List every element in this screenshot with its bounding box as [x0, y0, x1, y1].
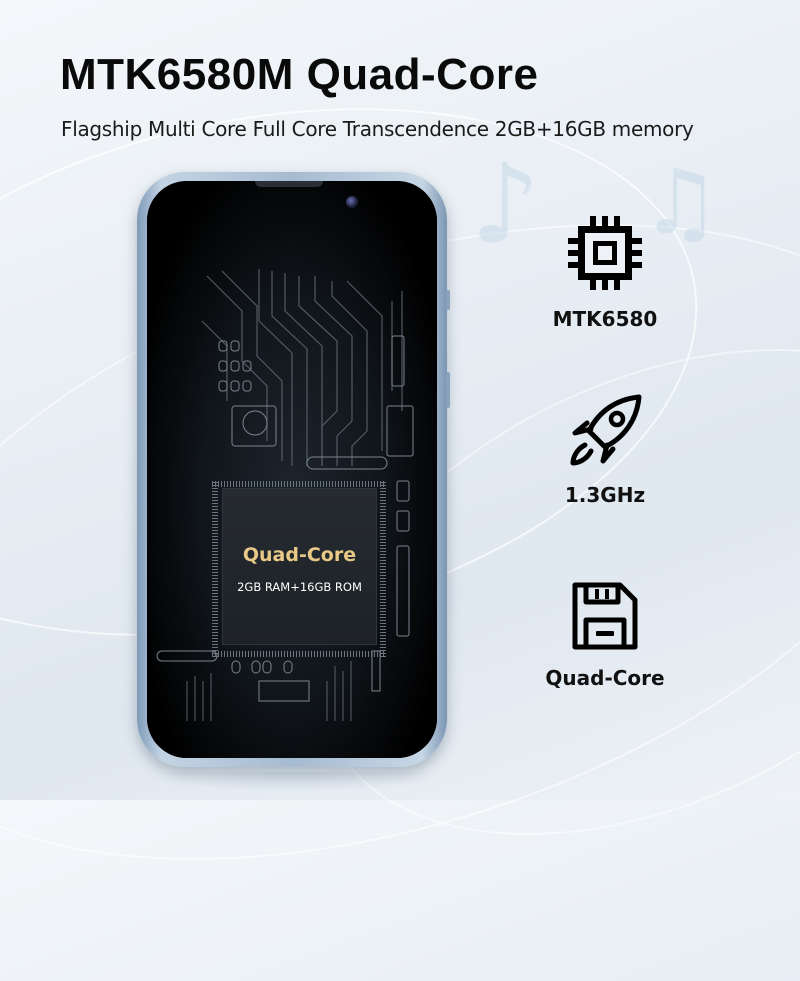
- chip-title: Quad-Core: [242, 543, 357, 566]
- feature-speed: 1.3GHz: [515, 393, 695, 507]
- feature-label: MTK6580: [552, 307, 658, 331]
- screen-glow: [147, 181, 437, 758]
- cpu-chip-icon: [568, 216, 642, 290]
- phone-side-button: [446, 290, 450, 310]
- phone-screen: Quad-Core 2GB RAM+16GB ROM: [147, 181, 437, 758]
- chip-memory-spec: 2GB RAM+16GB ROM: [237, 579, 362, 594]
- feature-label: Quad-Core: [545, 666, 665, 690]
- phone-reflection: [150, 772, 440, 792]
- page-title: MTK6580M Quad-Core: [60, 50, 539, 99]
- page-subtitle: Flagship Multi Core Full Core Transcende…: [61, 117, 694, 141]
- phone-side-button: [446, 372, 450, 408]
- feature-label: 1.3GHz: [564, 483, 646, 507]
- feature-processor: MTK6580: [515, 213, 695, 331]
- phone-device: Quad-Core 2GB RAM+16GB ROM: [137, 172, 450, 767]
- rocket-icon: [570, 394, 642, 466]
- processor-chip: Quad-Core 2GB RAM+16GB ROM: [223, 489, 376, 644]
- floppy-disk-icon: [572, 582, 638, 650]
- music-note-icon: ♫: [640, 150, 721, 255]
- feature-storage: Quad-Core: [515, 580, 695, 690]
- circuit-board-graphic: [156, 269, 414, 721]
- music-note-icon: ♪: [470, 140, 541, 268]
- front-camera: [346, 196, 358, 208]
- phone-notch: [255, 181, 323, 187]
